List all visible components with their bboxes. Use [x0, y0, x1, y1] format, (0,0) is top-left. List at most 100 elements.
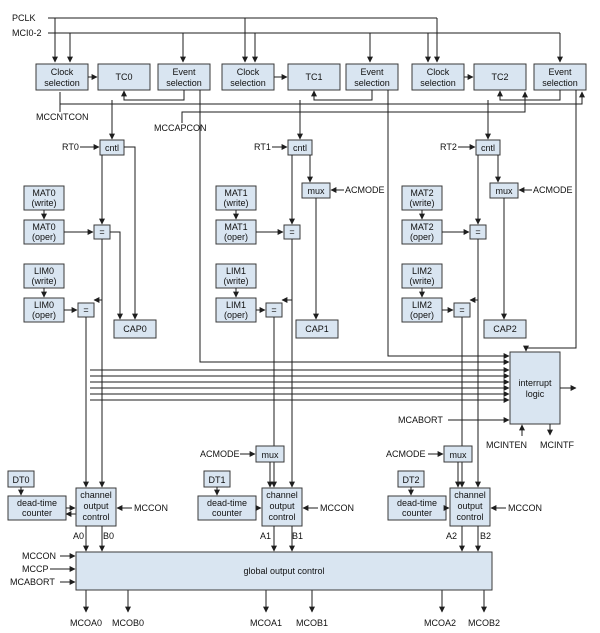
cntl1-label: cntl	[293, 143, 307, 153]
channel-1: RT1 cntl mux ACMODE MAT1 (write) MAT1 (o…	[197, 100, 385, 628]
channel-2: RT2 cntl mux ACMODE MAT2 (write) MAT2 (o…	[386, 100, 573, 628]
svg-text:=: =	[289, 227, 294, 237]
svg-text:(oper): (oper)	[32, 232, 56, 242]
mcoa1-label: MCOA1	[250, 618, 282, 628]
svg-text:(oper): (oper)	[224, 310, 248, 320]
tc0-label: TC0	[115, 72, 132, 82]
svg-text:selection: selection	[354, 78, 390, 88]
svg-text:selection: selection	[166, 78, 202, 88]
mcabort-label: MCABORT	[398, 415, 443, 425]
tc2-block: TC2	[473, 63, 527, 91]
svg-text:LIM2: LIM2	[412, 266, 432, 276]
svg-text:ACMODE: ACMODE	[200, 449, 240, 459]
event-selection-1: Event selection	[345, 63, 399, 91]
mcabort-global-label: MCABORT	[10, 577, 55, 587]
svg-text:selection: selection	[542, 78, 578, 88]
svg-text:output: output	[269, 501, 295, 511]
svg-text:(write): (write)	[32, 276, 57, 286]
mcinten-label: MCINTEN	[486, 440, 527, 450]
svg-text:selection: selection	[44, 78, 80, 88]
svg-text:interrupt: interrupt	[518, 378, 552, 388]
mcoa2-label: MCOA2	[424, 618, 456, 628]
svg-text:Event: Event	[172, 67, 196, 77]
svg-text:=: =	[475, 227, 480, 237]
mccapcon-signal: MCCAPCON	[154, 91, 528, 133]
b1-label: B1	[292, 531, 303, 541]
svg-text:output: output	[83, 501, 109, 511]
svg-text:control: control	[456, 512, 483, 522]
tc1-label: TC1	[305, 72, 322, 82]
svg-text:output: output	[457, 501, 483, 511]
a2-label: A2	[446, 531, 457, 541]
svg-text:counter: counter	[212, 508, 242, 518]
global-output-control: global output control MCCON MCCP MCABORT	[10, 551, 493, 591]
svg-text:(oper): (oper)	[410, 232, 434, 242]
svg-text:ACMODE: ACMODE	[345, 185, 385, 195]
event-selection-0: Event selection	[157, 63, 211, 91]
svg-text:DT0: DT0	[12, 475, 29, 485]
rt1-label: RT1	[254, 142, 271, 152]
svg-text:ACMODE: ACMODE	[533, 185, 573, 195]
cap0-label: CAP0	[123, 324, 147, 334]
svg-text:LIM0: LIM0	[34, 300, 54, 310]
b2-label: B2	[480, 531, 491, 541]
tc1-block: TC1	[287, 63, 341, 91]
svg-text:MAT0: MAT0	[32, 188, 55, 198]
tc0-block: TC0	[97, 63, 151, 91]
svg-text:control: control	[268, 512, 295, 522]
svg-text:logic: logic	[526, 389, 545, 399]
dt1-label: DT1	[208, 475, 225, 485]
svg-text:MCCON: MCCON	[134, 503, 168, 513]
mccntcon-signal: MCCNTCON	[36, 91, 585, 122]
mccon-global-label: MCCON	[22, 551, 56, 561]
svg-text:Event: Event	[548, 67, 572, 77]
cntl2-label: cntl	[481, 143, 495, 153]
clock-selection-1: Clock selection	[221, 63, 275, 91]
svg-text:MCCON: MCCON	[320, 503, 354, 513]
svg-text:counter: counter	[402, 508, 432, 518]
svg-text:=: =	[271, 305, 276, 315]
svg-text:(write): (write)	[410, 198, 435, 208]
svg-text:selection: selection	[420, 78, 456, 88]
mux2-label: mux	[495, 186, 513, 196]
svg-text:=: =	[459, 305, 464, 315]
svg-text:MAT2: MAT2	[410, 188, 433, 198]
mux1-label: mux	[307, 186, 325, 196]
tc2-label: TC2	[491, 72, 508, 82]
channel-0: RT0 cntl MAT0 (write) MAT0 (oper) = LIM0…	[7, 100, 168, 628]
rt0-label: RT0	[62, 142, 79, 152]
mccp-label: MCCP	[22, 564, 49, 574]
svg-text:Event: Event	[360, 67, 384, 77]
svg-text:Clock: Clock	[51, 67, 74, 77]
svg-text:=: =	[99, 227, 104, 237]
svg-text:dead-time: dead-time	[17, 498, 57, 508]
svg-text:counter: counter	[22, 508, 52, 518]
cap2-label: CAP2	[493, 324, 517, 334]
mcob2-label: MCOB2	[468, 618, 500, 628]
a0-label: A0	[73, 531, 84, 541]
svg-text:MAT0: MAT0	[32, 222, 55, 232]
event-selection-2: Event selection	[533, 63, 587, 91]
clock-selection-2: Clock selection	[411, 63, 465, 91]
svg-text:(oper): (oper)	[224, 232, 248, 242]
svg-text:channel: channel	[454, 490, 486, 500]
svg-text:MCCON: MCCON	[508, 503, 542, 513]
svg-text:MAT1: MAT1	[224, 222, 247, 232]
svg-text:MCCAPCON: MCCAPCON	[154, 123, 207, 133]
svg-text:global output control: global output control	[243, 566, 324, 576]
mcoa0-label: MCOA0	[70, 618, 102, 628]
svg-text:MAT2: MAT2	[410, 222, 433, 232]
mcintf-label: MCINTF	[540, 440, 574, 450]
svg-text:channel: channel	[266, 490, 298, 500]
interrupt-logic: interrupt logic MCABORT MCINTEN MCINTF	[90, 90, 577, 450]
svg-text:MAT1: MAT1	[224, 188, 247, 198]
svg-text:(oper): (oper)	[410, 310, 434, 320]
svg-text:(write): (write)	[410, 276, 435, 286]
svg-text:(write): (write)	[32, 198, 57, 208]
svg-text:Clock: Clock	[237, 67, 260, 77]
svg-text:LIM1: LIM1	[226, 300, 246, 310]
cap1-label: CAP1	[305, 324, 329, 334]
svg-text:LIM0: LIM0	[34, 266, 54, 276]
clock-to-tc-arrows	[88, 74, 561, 101]
signal-rails	[48, 17, 563, 63]
